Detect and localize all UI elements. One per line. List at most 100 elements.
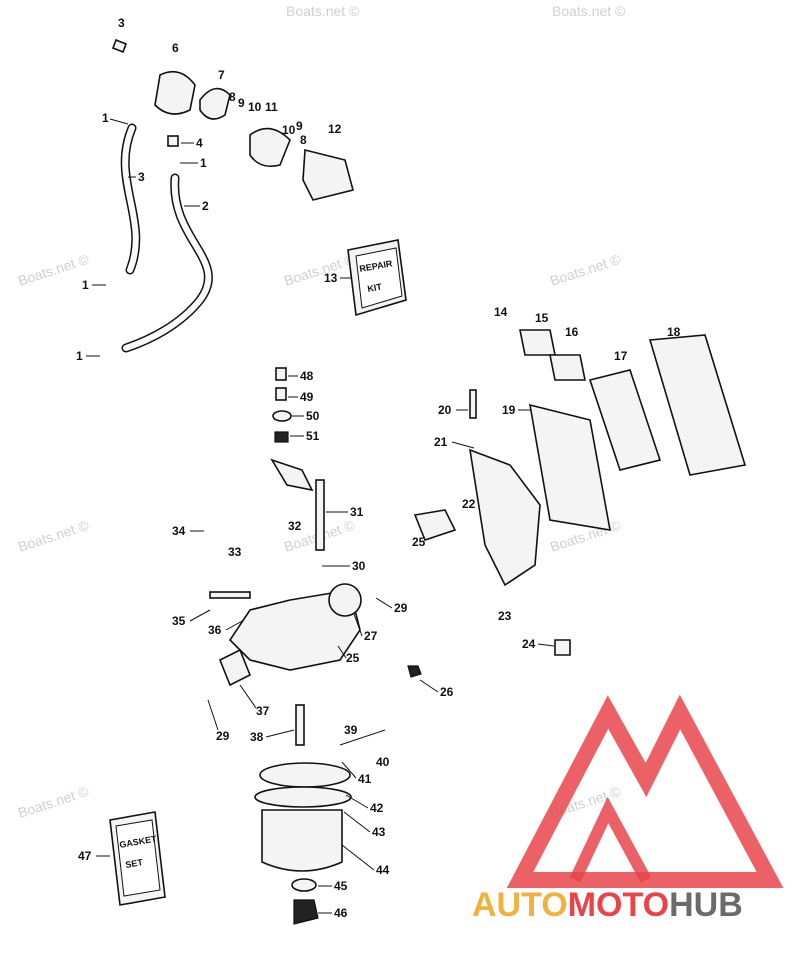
callout: 15 bbox=[535, 311, 549, 325]
watermark: Boats.net © bbox=[282, 251, 357, 289]
gasket-19 bbox=[529, 403, 611, 531]
callout: 51 bbox=[306, 429, 320, 443]
diaphragm-7 bbox=[199, 87, 231, 120]
needle-38 bbox=[295, 704, 305, 746]
callout: 38 bbox=[250, 730, 264, 744]
fuel-hoses bbox=[120, 123, 213, 353]
nut-26 bbox=[407, 665, 422, 678]
shaft-31 bbox=[315, 479, 325, 551]
callout: 1 bbox=[82, 278, 89, 292]
callout: 6 bbox=[172, 41, 179, 55]
callout: 18 bbox=[667, 325, 681, 339]
callout: 12 bbox=[328, 122, 342, 136]
callout: 1 bbox=[76, 349, 83, 363]
carburetor-group bbox=[209, 367, 422, 925]
pump-body-11 bbox=[249, 127, 291, 168]
callouts: 3 6 7 8 9 10 11 10 9 8 12 1 4 1 3 2 1 1 … bbox=[76, 16, 681, 920]
callout: 14 bbox=[494, 305, 508, 319]
callout: 33 bbox=[228, 545, 242, 559]
callout: 11 bbox=[265, 100, 278, 114]
callout: 1 bbox=[102, 111, 109, 125]
svg-text:AUTOMOTOHUB: AUTOMOTOHUB bbox=[472, 886, 743, 924]
washer-50 bbox=[272, 410, 292, 422]
callout: 22 bbox=[462, 497, 476, 511]
part-49 bbox=[275, 387, 287, 401]
pin-20 bbox=[469, 389, 477, 419]
callout: 9 bbox=[238, 96, 245, 110]
logo-word-hub: HUB bbox=[669, 886, 743, 924]
pump-cover-6 bbox=[154, 70, 196, 115]
callout: 7 bbox=[218, 68, 225, 82]
logo-word-auto: AUTO bbox=[472, 886, 568, 924]
callout: 41 bbox=[358, 772, 372, 786]
screw-5 bbox=[111, 38, 128, 54]
callout: 13 bbox=[324, 271, 338, 285]
logo-triangle-icon bbox=[506, 694, 784, 888]
callout: 26 bbox=[440, 685, 454, 699]
washer-45 bbox=[291, 878, 317, 892]
callout: 40 bbox=[376, 755, 390, 769]
manifold-21 bbox=[468, 448, 541, 587]
watermark: Boats.net © bbox=[552, 3, 626, 19]
gasket-12 bbox=[302, 148, 354, 201]
watermark: Boats.net © bbox=[548, 251, 623, 289]
watermark: Boats.net © bbox=[16, 251, 91, 289]
screw-35 bbox=[209, 591, 251, 599]
callout: 3 bbox=[138, 170, 145, 184]
callout: 45 bbox=[334, 879, 348, 893]
callout: 43 bbox=[372, 825, 386, 839]
plate-37 bbox=[218, 648, 252, 687]
callout: 1 bbox=[200, 156, 207, 170]
callout: 17 bbox=[614, 349, 628, 363]
watermark: Boats.net © bbox=[286, 3, 360, 19]
callout: 50 bbox=[306, 409, 320, 423]
callout: 30 bbox=[352, 559, 366, 573]
watermark: Boats.net © bbox=[16, 517, 91, 555]
check-valve-4 bbox=[167, 135, 179, 147]
callout: 10 bbox=[282, 123, 296, 137]
callout: 8 bbox=[300, 133, 307, 147]
callout: 8 bbox=[229, 90, 236, 104]
callout: 2 bbox=[202, 199, 209, 213]
callout: 27 bbox=[364, 629, 378, 643]
callout: 29 bbox=[216, 729, 230, 743]
callout: 31 bbox=[350, 505, 364, 519]
callout: 10 bbox=[248, 100, 262, 114]
callout: 23 bbox=[498, 609, 512, 623]
callout: 16 bbox=[565, 325, 579, 339]
reed-15 bbox=[519, 329, 556, 356]
callout: 32 bbox=[288, 519, 302, 533]
reed-plate-17 bbox=[588, 369, 662, 471]
gasket-25 bbox=[413, 509, 457, 541]
callout: 3 bbox=[118, 16, 125, 30]
float-41 bbox=[259, 762, 351, 788]
nut-24 bbox=[554, 639, 571, 656]
callout: 42 bbox=[370, 801, 384, 815]
part-48 bbox=[275, 367, 287, 381]
automotohub-logo: AUTOMOTOHUB bbox=[472, 694, 784, 924]
float-bowl-44 bbox=[261, 809, 343, 872]
watermark: Boats.net © bbox=[16, 783, 91, 821]
callout: 37 bbox=[256, 704, 270, 718]
pin-40 bbox=[339, 729, 386, 746]
callout: 4 bbox=[196, 136, 203, 150]
callout: 24 bbox=[522, 637, 536, 651]
callout: 29 bbox=[394, 601, 408, 615]
gasket-set-box: GASKET SET bbox=[109, 811, 166, 906]
repair-kit-box: REPAIR KIT bbox=[347, 239, 407, 317]
callout: 35 bbox=[172, 614, 186, 628]
callout: 19 bbox=[502, 403, 516, 417]
callout: 25 bbox=[346, 651, 360, 665]
gasket-18 bbox=[648, 334, 747, 476]
callout: 20 bbox=[438, 403, 452, 417]
callout: 47 bbox=[78, 849, 92, 863]
callout: 25 bbox=[412, 535, 426, 549]
callout: 46 bbox=[334, 906, 348, 920]
callout: 48 bbox=[300, 369, 314, 383]
logo-word-moto: MOTO bbox=[568, 886, 669, 924]
repair-kit-label: KIT bbox=[367, 282, 384, 294]
plug-46 bbox=[293, 899, 319, 925]
callout: 21 bbox=[434, 435, 448, 449]
callout: 39 bbox=[344, 723, 358, 737]
gasket-42 bbox=[254, 786, 352, 808]
